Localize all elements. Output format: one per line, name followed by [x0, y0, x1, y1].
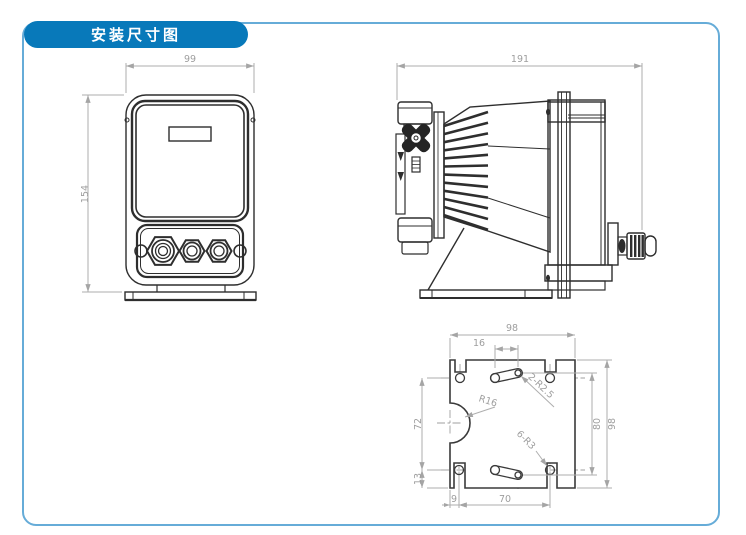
page-border-frame	[22, 22, 720, 526]
display-window	[168, 126, 212, 142]
pump-side-casing	[443, 100, 551, 253]
valve-side-plate	[433, 111, 445, 239]
front-height-dimension: 154	[80, 94, 124, 293]
hex-fitting-large	[145, 236, 181, 266]
plate-side-hole-offset-label: 9	[451, 494, 457, 505]
mount-hole-right	[233, 244, 247, 258]
cable-gland	[607, 222, 657, 266]
cutout-radius-label: R16	[477, 393, 498, 409]
front-width-dimension: 99	[125, 54, 255, 93]
plate-top-width-label: 98	[506, 323, 518, 334]
page-title: 安装尺寸图	[90, 27, 181, 44]
plate-slot-span-dimension: 16	[473, 338, 519, 368]
pump-port-section	[134, 223, 247, 279]
front-view-drawing: 99 154	[80, 54, 257, 302]
plate-bottom-offset-label: 13	[413, 473, 424, 485]
injection-valve-assembly	[395, 101, 445, 255]
front-width-dim-label: 99	[184, 54, 196, 65]
plate-slot-span-label: 16	[473, 338, 485, 349]
housing-foot-flange	[544, 264, 613, 282]
side-screw-left	[124, 117, 130, 123]
plate-left-dimensions: 72 13	[413, 377, 448, 489]
wall-bracket-strip	[557, 91, 571, 299]
side-view-drawing: 191	[395, 54, 657, 299]
hex-fitting-right	[205, 239, 233, 263]
side-screw-right	[250, 117, 256, 123]
plate-bottom-dimensions: 9 70	[442, 476, 551, 508]
mounting-plate-drawing: 98 16 72 13 9 70	[413, 323, 618, 508]
pump-front-body	[124, 94, 256, 286]
housing-screw-top	[546, 108, 550, 116]
plate-bottom-spacing-label: 70	[499, 494, 511, 505]
side-depth-dim-label: 191	[511, 54, 529, 65]
pump-head-fins	[443, 110, 489, 231]
plate-row-spacing-label: 72	[413, 418, 424, 430]
plate-right-dimensions: 80 98	[523, 359, 618, 489]
hex-fitting-middle	[178, 239, 206, 263]
adjustment-knob	[401, 123, 431, 153]
title-pill: 安装尺寸图	[24, 21, 248, 48]
pump-back-housing	[544, 91, 613, 299]
valve-label-strip	[395, 133, 406, 215]
plate-overall-height-label: 98	[607, 418, 618, 430]
front-height-dim-label: 154	[80, 185, 91, 203]
side-mounting-base	[419, 227, 553, 299]
plate-slot-row-spacing-label: 80	[592, 418, 603, 430]
plate-top-width-dimension: 98	[449, 323, 576, 358]
front-mounting-base	[124, 285, 257, 302]
side-depth-dimension: 191	[396, 54, 643, 230]
mounting-plate-outline	[449, 359, 576, 489]
housing-screw-bottom	[546, 274, 550, 282]
